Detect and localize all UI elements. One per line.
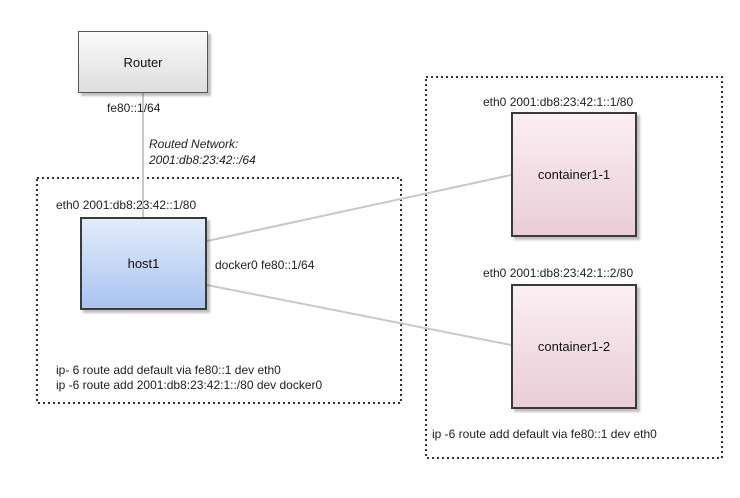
container1-2-label: container1-2 <box>537 339 611 354</box>
container1-2-node[interactable]: container1-2 <box>511 284 637 409</box>
router-label: Router <box>123 54 163 70</box>
container2-eth0-label: eth0 2001:db8:23:42:1::2/80 <box>483 266 634 280</box>
container-group-boundary <box>425 76 723 459</box>
link-host-container2 <box>206 284 512 346</box>
host-group-boundary <box>36 177 402 404</box>
routed-network-title: Routed Network: <box>149 137 239 151</box>
container-route-label: ip -6 route add default via fe80::1 dev … <box>432 427 657 441</box>
host-route-line-2: ip -6 route add 2001:db8:23:42:1::/80 de… <box>56 378 323 392</box>
router-address-label: fe80::1/64 <box>107 101 161 115</box>
host-docker0-label: docker0 fe80::1/64 <box>215 258 315 272</box>
routed-network-prefix: 2001:db8:23:42::/64 <box>149 153 256 167</box>
container1-eth0-label: eth0 2001:db8:23:42:1::1/80 <box>483 95 634 109</box>
router-node[interactable]: Router <box>78 31 208 93</box>
container1-1-node[interactable]: container1-1 <box>511 112 637 237</box>
link-host-container1 <box>206 174 512 242</box>
host-eth0-label: eth0 2001:db8:23:42::1/80 <box>56 198 197 212</box>
container1-1-label: container1-1 <box>537 167 611 182</box>
host1-label: host1 <box>127 256 160 271</box>
host-route-line-1: ip- 6 route add default via fe80::1 dev … <box>56 363 281 377</box>
host1-node[interactable]: host1 <box>80 217 207 310</box>
